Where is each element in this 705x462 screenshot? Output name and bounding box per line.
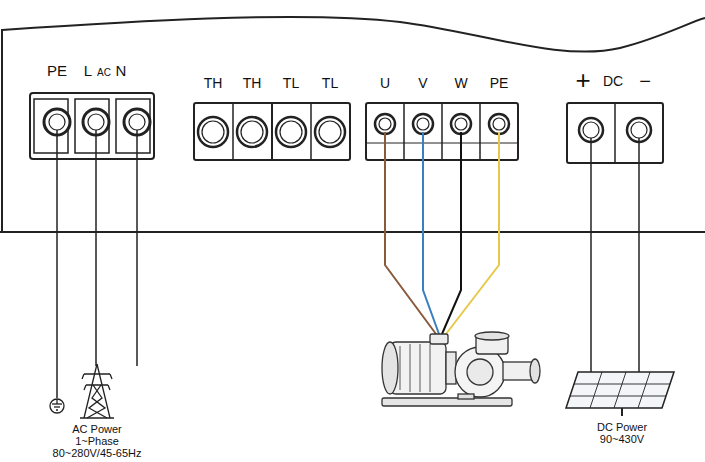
terminal-screw <box>276 117 306 147</box>
screw-head <box>493 118 505 130</box>
pylon-insulators <box>82 374 112 390</box>
screw-head <box>379 118 391 130</box>
screw-head <box>88 114 104 130</box>
neutral-wire <box>136 130 138 366</box>
pump-illustration <box>382 332 540 406</box>
terminal-cell <box>75 99 109 153</box>
supply-label: 80~280V/45-65Hz <box>53 447 142 459</box>
panel-grid <box>570 384 670 396</box>
block-frame <box>366 103 518 160</box>
pylon-legs <box>84 364 110 418</box>
supply-label: 1~Phase <box>75 435 119 447</box>
inlet-flange <box>530 359 540 383</box>
panel-frame <box>566 372 674 408</box>
cell-divider <box>614 103 616 163</box>
dc-plus-wire <box>590 138 592 372</box>
terminal-label: L <box>84 63 92 80</box>
supply-label: AC Power <box>72 423 122 435</box>
block-frame <box>194 103 350 160</box>
earth-wire <box>56 130 58 398</box>
screw-head <box>455 118 467 130</box>
terminal-label: DC <box>603 74 623 89</box>
screw-head <box>202 121 224 143</box>
pylon-bracing <box>87 385 107 418</box>
ground-stem <box>56 399 57 404</box>
block-frame <box>567 103 663 163</box>
screw-head <box>417 118 429 130</box>
motor-fins <box>400 344 430 392</box>
terminal-label: TL <box>322 76 338 91</box>
screw-head <box>631 122 647 138</box>
screw-head <box>241 121 263 143</box>
screw-head <box>129 114 145 130</box>
wire-pe-yellow <box>446 132 499 334</box>
power-pylon <box>80 364 114 418</box>
pylon-base <box>80 417 114 418</box>
polarity-label: + <box>575 66 590 95</box>
terminal-screw <box>315 117 345 147</box>
supply-label: 90~430V <box>600 433 644 445</box>
screw-head <box>583 122 599 138</box>
cell-divider <box>271 103 273 160</box>
terminal-screw <box>237 117 267 147</box>
terminal-label: AC <box>97 67 111 78</box>
screw-head <box>319 121 341 143</box>
outlet-stub <box>458 394 474 399</box>
motor-flange <box>446 352 456 384</box>
terminal-screw <box>413 114 433 134</box>
solar-panel <box>566 372 674 416</box>
polarity-label: − <box>639 70 651 92</box>
pylon-arms <box>84 374 110 385</box>
terminal-screw <box>375 114 395 134</box>
inlet-pipe <box>503 362 533 380</box>
supply-label: DC Power <box>597 421 647 433</box>
ac-terminal-block <box>30 93 154 159</box>
cell-divider <box>403 103 405 160</box>
motor-terminal-block <box>366 103 518 160</box>
terminal-label: PE <box>490 76 509 91</box>
pump-base <box>382 398 512 406</box>
terminal-screw <box>198 117 228 147</box>
terminal-label: W <box>454 76 467 91</box>
terminal-label: TH <box>204 76 223 91</box>
screw-head <box>49 114 65 130</box>
cell-divider <box>479 103 481 160</box>
block-frame <box>30 93 154 159</box>
terminal-label: TH <box>243 76 262 91</box>
wire-v-blue <box>423 132 439 334</box>
cell-divider <box>232 103 234 160</box>
terminal-label: N <box>116 63 127 80</box>
panel-grid <box>590 372 650 408</box>
housing-bottom <box>0 231 705 233</box>
dc-terminal-block <box>567 103 663 163</box>
ground-bar <box>54 406 60 407</box>
impeller-cover <box>467 359 493 385</box>
ground-ring <box>50 399 64 413</box>
terminal-label: TL <box>283 76 299 91</box>
housing-outline <box>2 17 705 232</box>
ground-symbol <box>50 399 64 413</box>
cell-divider <box>310 103 312 160</box>
terminal-label: U <box>380 76 390 91</box>
motor-end-cap <box>382 342 398 394</box>
terminal-label: PE <box>47 63 67 80</box>
cell-divider <box>441 103 443 160</box>
line-wire <box>95 130 97 366</box>
terminal-label: V <box>418 76 427 91</box>
ground-bar <box>52 403 62 404</box>
panel-post <box>621 408 623 416</box>
screw-head <box>280 121 302 143</box>
cell-divider <box>366 143 518 144</box>
terminal-screw <box>451 114 471 134</box>
terminal-cell <box>116 99 150 153</box>
wire-w-black <box>442 132 461 334</box>
dc-minus-wire <box>638 138 640 372</box>
terminal-box <box>430 334 448 344</box>
terminal-screw <box>489 114 509 134</box>
strainer-lid <box>475 332 509 340</box>
ground-bar <box>56 409 58 410</box>
sensor-terminal-block <box>194 103 350 160</box>
